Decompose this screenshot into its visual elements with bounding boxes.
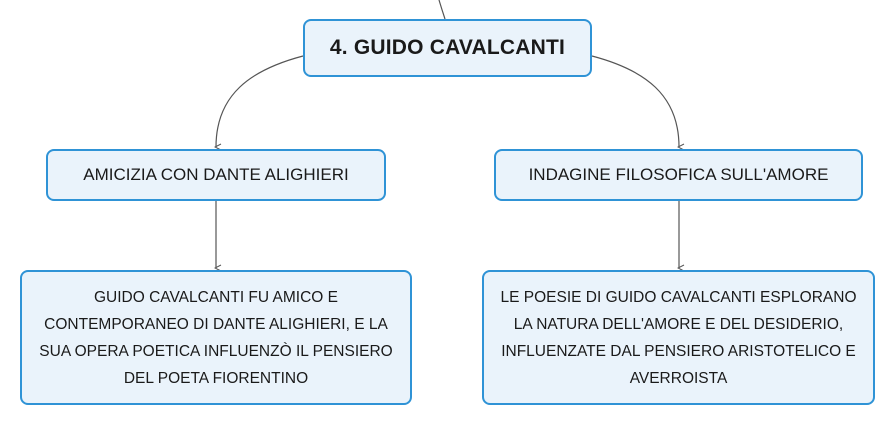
incoming-connector [438, 0, 446, 20]
detail-node-philosophy-of-love-text: LE POESIE DI GUIDO CAVALCANTI ESPLORANO … [500, 288, 857, 387]
connector-root-to-right-topic [591, 55, 679, 147]
topic-node-philosophy-of-love-label: INDAGINE FILOSOFICA SULL'AMORE [528, 165, 829, 184]
topic-node-friendship[interactable]: AMICIZIA CON DANTE ALIGHIERI [46, 149, 386, 201]
topic-node-friendship-label: AMICIZIA CON DANTE ALIGHIERI [83, 165, 349, 184]
root-node[interactable]: 4. GUIDO CAVALCANTI [303, 19, 592, 77]
connector-root-to-left-topic [216, 55, 304, 147]
root-node-label: 4. GUIDO CAVALCANTI [329, 36, 566, 59]
detail-node-philosophy-of-love[interactable]: LE POESIE DI GUIDO CAVALCANTI ESPLORANO … [482, 270, 875, 405]
detail-node-friendship[interactable]: GUIDO CAVALCANTI FU AMICO E CONTEMPORANE… [20, 270, 412, 405]
topic-node-philosophy-of-love[interactable]: INDAGINE FILOSOFICA SULL'AMORE [494, 149, 863, 201]
detail-node-friendship-text: GUIDO CAVALCANTI FU AMICO E CONTEMPORANE… [39, 288, 393, 387]
